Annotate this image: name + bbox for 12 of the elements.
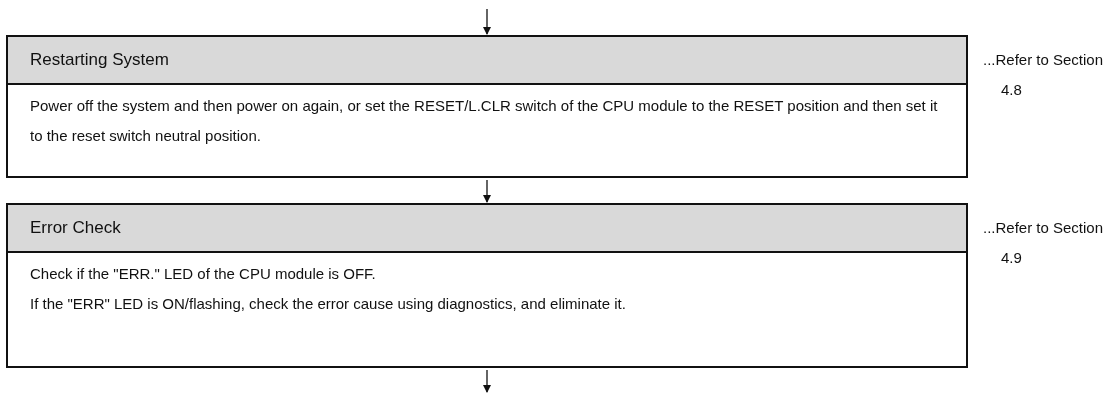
step-heading: Error Check: [8, 205, 966, 253]
step-description: If the "ERR" LED is ON/flashing, check the error cause using diagnostics, and eliminate it.: [29, 294, 627, 314]
reference-note: ...Refer to Section 4.9: [983, 218, 1105, 268]
reference-note: ...Refer to Section 4.8: [983, 50, 1105, 100]
process-box: [6, 203, 968, 368]
step-heading: Restarting System: [8, 37, 966, 85]
arrow: [483, 179, 491, 203]
step-description: Check if the "ERR." LED of the CPU module is OFF.: [29, 264, 377, 284]
step-description: Power off the system and then power on again, or set the RESET/L.CLR switch of the CPU module to the RESET position and then set it to the reset switch neutral position.: [29, 96, 939, 146]
process-box: [6, 35, 968, 178]
arrow: [483, 8, 491, 35]
arrow: [483, 369, 491, 393]
